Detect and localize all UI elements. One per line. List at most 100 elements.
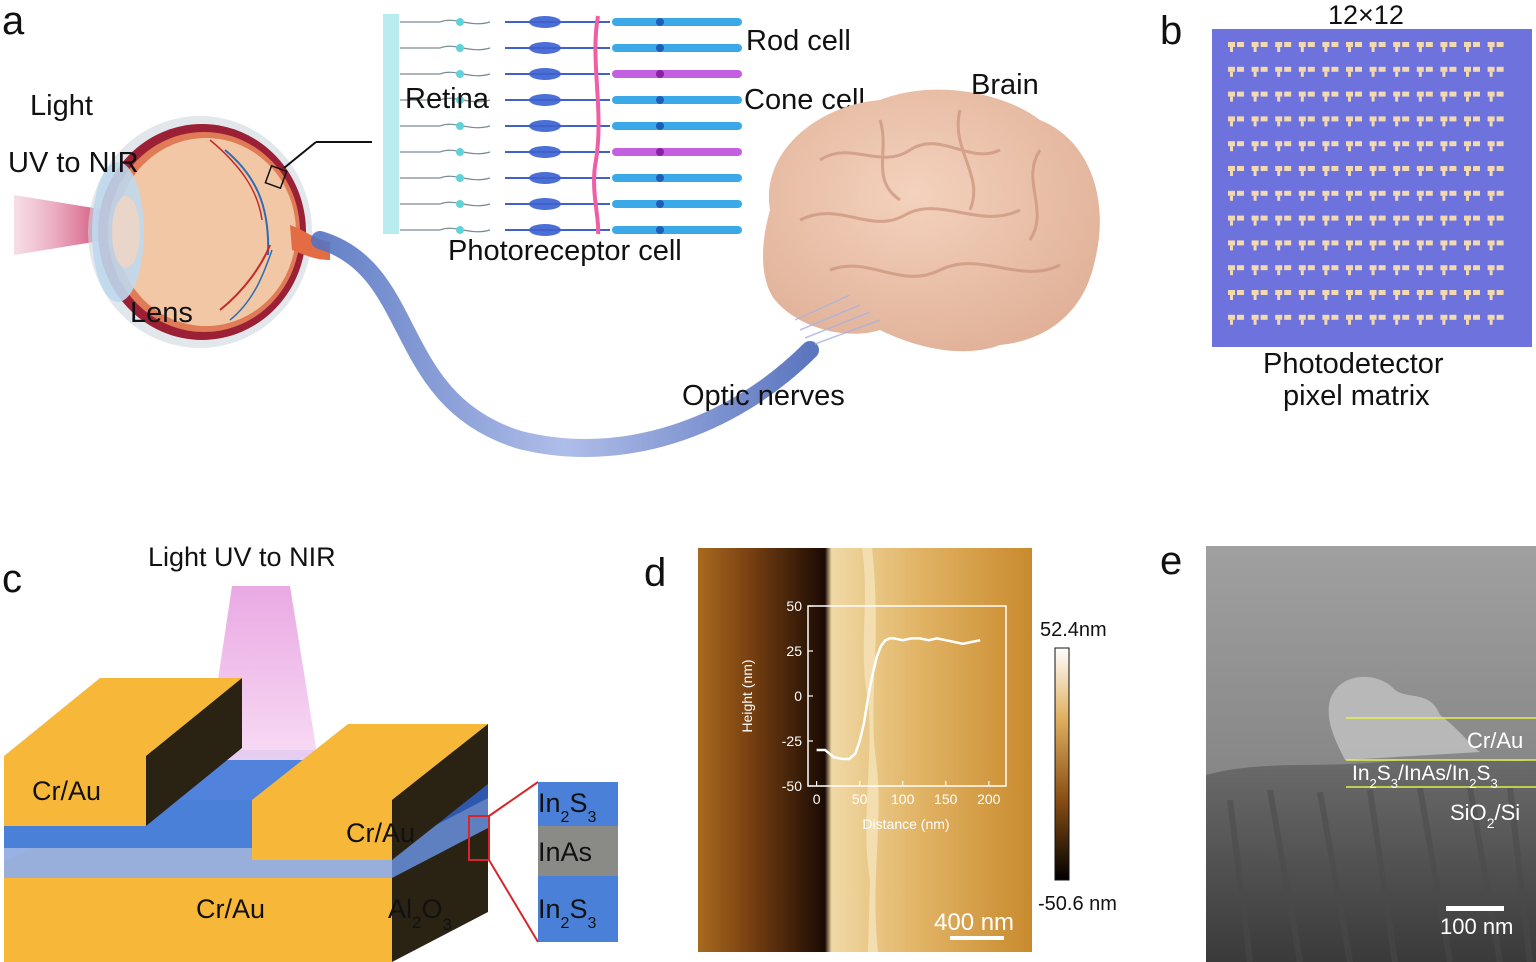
pixel-pad-left: [1228, 290, 1235, 295]
bottom-electrode-front: [4, 862, 392, 962]
pixel-lead: [1418, 47, 1422, 52]
pixel-lead: [1300, 96, 1304, 102]
pixel-pad-left: [1251, 240, 1259, 246]
pixel-lead: [1324, 195, 1328, 201]
photoreceptor-nucleus: [656, 70, 664, 78]
pixel-lead: [1348, 245, 1351, 251]
pixel-lead: [1489, 220, 1493, 226]
pixel-lead: [1371, 195, 1375, 201]
pixel-lead: [1395, 195, 1399, 201]
pixel-pad-right: [1355, 290, 1362, 295]
pixel-lead: [1395, 295, 1399, 300]
pixel-pad-right: [1402, 42, 1410, 47]
pixel-pad-right: [1449, 265, 1457, 271]
pixel-pad-left: [1298, 42, 1306, 47]
ganglion-nucleus: [456, 18, 464, 26]
pixel-pad-left: [1228, 240, 1235, 246]
pixel-lead: [1418, 195, 1422, 201]
pixel-pad-left: [1440, 66, 1448, 72]
stack-top-layer: [538, 782, 618, 826]
pixel-pad-left: [1440, 240, 1448, 246]
pixel-pad-right: [1237, 141, 1244, 147]
pixel-pad-left: [1464, 290, 1471, 295]
pixel-pad-right: [1496, 42, 1504, 47]
ganglion-cell: [400, 19, 491, 25]
pixel-lead: [1277, 245, 1281, 251]
pixel-pad-left: [1275, 314, 1283, 320]
pixel-pad-right: [1425, 116, 1433, 122]
pixel-pad-right: [1449, 66, 1457, 72]
pixel-pad-left: [1393, 265, 1401, 271]
pixel-pad-right: [1260, 116, 1268, 122]
pixel-pad-left: [1487, 141, 1495, 147]
pixel-pad-right: [1496, 190, 1504, 196]
inset-xtick-label: 150: [934, 791, 958, 807]
pixel-lead: [1418, 96, 1422, 102]
pixel-lead: [1348, 319, 1351, 325]
pixel-pad-right: [1449, 190, 1457, 196]
ganglion-cell: [400, 45, 491, 51]
al2o3-label: Al2O3: [388, 894, 452, 934]
pixel-pad-left: [1369, 91, 1377, 97]
pixel-pad-right: [1284, 141, 1292, 147]
pixel-pad-left: [1346, 42, 1353, 47]
pixel-pad-left: [1440, 190, 1448, 196]
pixel-lead: [1489, 121, 1493, 127]
pixel-pad-left: [1487, 240, 1495, 246]
pixel-lead: [1371, 319, 1375, 325]
pixel-lead: [1300, 47, 1304, 52]
pixel-pad-right: [1425, 91, 1433, 97]
rod-cell-body: [612, 96, 742, 104]
pixel-pad-right: [1378, 42, 1386, 47]
pixel-lead: [1442, 270, 1446, 276]
pixel-pad-left: [1440, 314, 1448, 320]
pixel-pad-right: [1425, 190, 1433, 196]
pixel-pad-left: [1487, 290, 1495, 295]
pixel-pad-right: [1378, 66, 1386, 72]
pixel-pad-left: [1346, 240, 1353, 246]
pixel-lead: [1371, 71, 1375, 77]
pixel-pad-right: [1355, 116, 1362, 122]
ganglion-nucleus: [456, 44, 464, 52]
pixel-pad-right: [1496, 290, 1504, 295]
rod-cell-body: [612, 226, 742, 234]
pixel-pad-left: [1464, 166, 1471, 171]
pixel-lead: [1466, 146, 1469, 152]
pixel-pad-right: [1260, 141, 1268, 147]
pixel-lead: [1324, 295, 1328, 300]
pixel-lead: [1230, 270, 1233, 276]
pixel-pad-right: [1449, 166, 1457, 171]
pixel-pad-right: [1331, 290, 1339, 295]
pixel-lead: [1466, 295, 1469, 300]
pixel-pad-left: [1369, 42, 1377, 47]
pixel-pad-left: [1393, 240, 1401, 246]
pixel-pad-left: [1228, 66, 1235, 72]
sem-cr-au-label: Cr/Au: [1467, 728, 1523, 753]
pixel-pad-left: [1464, 215, 1471, 221]
pixel-lead: [1395, 121, 1399, 127]
pixel-pad-right: [1237, 215, 1244, 221]
pixel-pad-right: [1260, 314, 1268, 320]
pixel-pad-right: [1378, 290, 1386, 295]
pixel-pad-right: [1425, 265, 1433, 271]
pixel-pad-left: [1464, 66, 1471, 72]
pixel-lead: [1466, 319, 1469, 325]
matrix-caption-line1: Photodetector: [1263, 348, 1444, 380]
pixel-pad-left: [1251, 314, 1259, 320]
sem-scale-bar-label: 100 nm: [1440, 914, 1513, 939]
pixel-pad-left: [1322, 215, 1330, 221]
inset-ytick-label: 0: [794, 688, 802, 704]
zoom-line-top: [488, 781, 539, 817]
pixel-lead: [1300, 220, 1304, 226]
pixel-pad-right: [1378, 166, 1386, 171]
pixel-pad-right: [1378, 265, 1386, 271]
pixel-pad-left: [1251, 116, 1259, 122]
pixel-lead: [1277, 195, 1281, 201]
pixel-pad-right: [1307, 42, 1315, 47]
pixel-pad-left: [1487, 314, 1495, 320]
pixel-lead: [1442, 245, 1446, 251]
pixel-pad-right: [1331, 116, 1339, 122]
ganglion-cell: [400, 123, 491, 129]
pixel-pad-left: [1416, 240, 1424, 246]
photoreceptor-nucleus: [656, 96, 664, 104]
